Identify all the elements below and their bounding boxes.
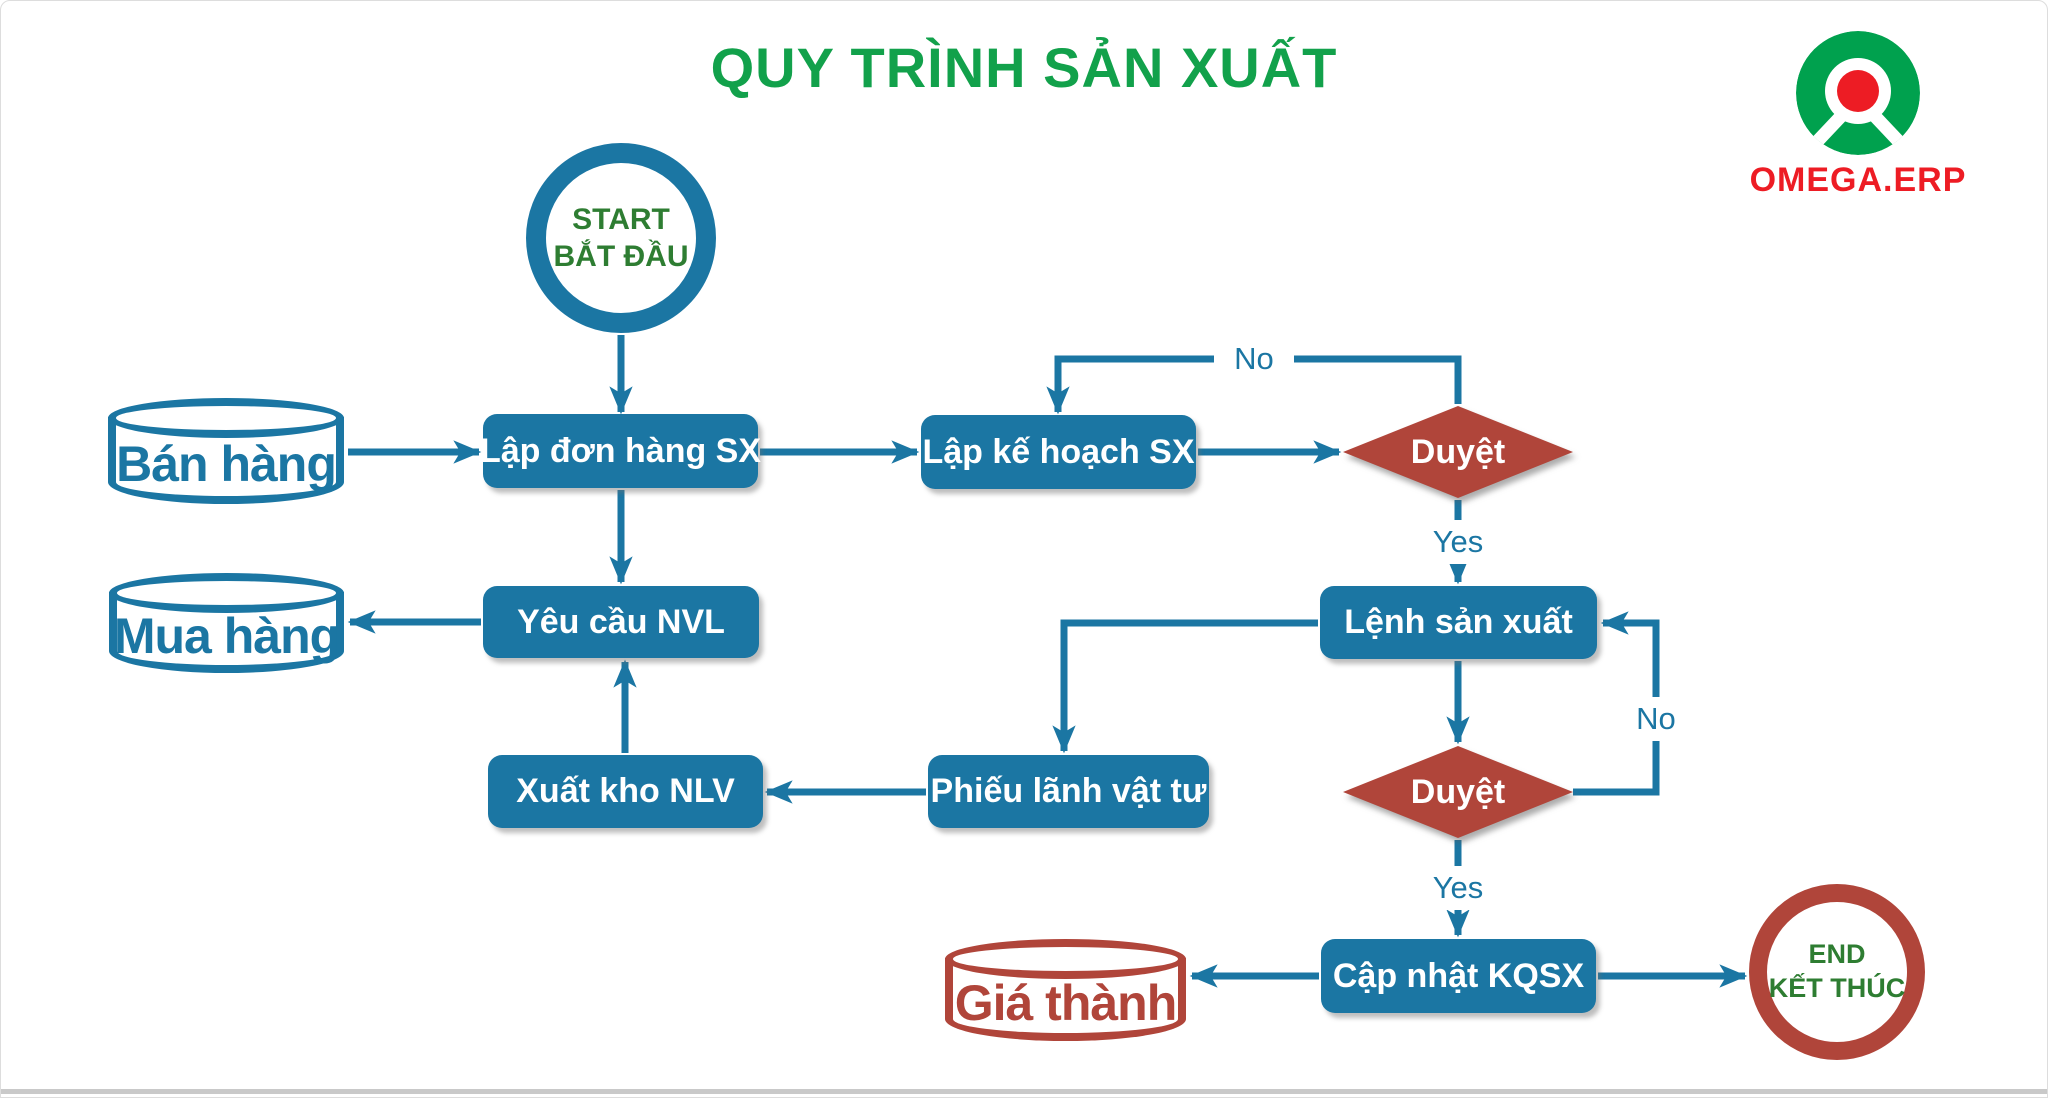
- cylinder-top: [108, 398, 344, 438]
- process-lap-ke-hoach-sx: Lập kế hoạch SX: [921, 415, 1196, 489]
- omega-logo: OMEGA.ERP: [1718, 31, 1998, 221]
- decision-shape: Duyệt: [1343, 406, 1573, 498]
- decision-label: Duyệt: [1410, 772, 1506, 811]
- process-yeu-cau-nvl: Yêu cầu NVL: [483, 586, 759, 658]
- start-node: START BẮT ĐẦU: [526, 143, 716, 333]
- process-label: Lập đơn hàng SX: [479, 431, 762, 470]
- datastore-label: Mua hàng: [113, 608, 340, 664]
- process-phieu-lanh-vat-tu: Phiếu lãnh vật tư: [928, 755, 1209, 828]
- end-label-vi: KẾT THÚC: [1768, 973, 1906, 1003]
- decision-duyet-2: Duyệt: [1343, 746, 1573, 838]
- end-node: END KẾT THÚC: [1749, 884, 1925, 1060]
- process-label: Lệnh sản xuất: [1344, 603, 1573, 641]
- page-title: QUY TRÌNH SẢN XUẤT: [710, 36, 1338, 99]
- start-label-en: START: [572, 202, 670, 236]
- process-label: Lập kế hoạch SX: [922, 432, 1195, 471]
- slide-bottom-border: [1, 1089, 2047, 1094]
- datastore-gia-thanh: Giá thành: [945, 939, 1186, 1041]
- decision-shape: Duyệt: [1343, 746, 1573, 838]
- edge-label-no-1: No: [1214, 337, 1294, 381]
- edge-label-no-2: No: [1616, 697, 1696, 741]
- process-cap-nhat-kqsx: Cập nhật KQSX: [1321, 939, 1596, 1013]
- process-label: Yêu cầu NVL: [517, 602, 725, 641]
- process-lap-don-hang-sx: Lập đơn hàng SX: [479, 414, 762, 488]
- decision-duyet-1: Duyệt: [1343, 406, 1573, 498]
- cylinder-top: [945, 939, 1186, 979]
- cylinder-top: [109, 573, 344, 613]
- brand-text: OMEGA.ERP: [1749, 161, 1967, 199]
- edge-label-yes-2: Yes: [1418, 866, 1498, 910]
- edge-lenh-to-phieulanh: [1052, 619, 1318, 754]
- datastore-label: Bán hàng: [116, 436, 337, 492]
- process-label: Xuất kho NLV: [516, 772, 735, 810]
- datastore-ban-hang: Bán hàng: [108, 398, 344, 504]
- edge-label-yes-1: Yes: [1418, 520, 1498, 564]
- end-label-en: END: [1808, 939, 1866, 970]
- omega-logo-icon: [1796, 31, 1920, 155]
- start-label-vi: BẮT ĐẦU: [553, 240, 689, 273]
- process-label: Phiếu lãnh vật tư: [930, 772, 1207, 810]
- process-xuat-kho-nlv: Xuất kho NLV: [488, 755, 763, 828]
- process-lenh-san-xuat: Lệnh sản xuất: [1320, 586, 1597, 659]
- datastore-label: Giá thành: [954, 975, 1178, 1031]
- datastore-mua-hang: Mua hàng: [109, 573, 344, 673]
- decision-label: Duyệt: [1410, 432, 1506, 471]
- process-label: Cập nhật KQSX: [1332, 956, 1585, 995]
